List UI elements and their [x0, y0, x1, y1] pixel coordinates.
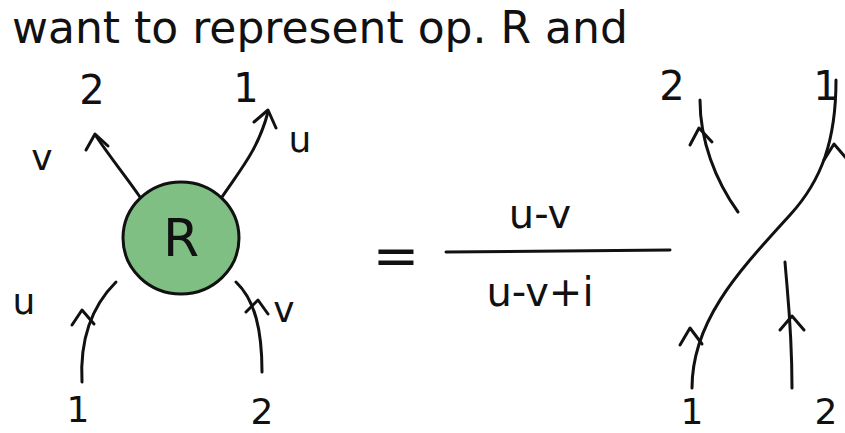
numerator: u-v — [509, 194, 571, 234]
arrowhead — [780, 316, 804, 330]
crossing-line-over — [692, 80, 836, 388]
operator-label: R — [163, 212, 199, 264]
rapidity: u — [13, 284, 36, 320]
leg-index: 1 — [813, 66, 838, 106]
denominator: u-v+i — [486, 272, 593, 312]
circle-shape — [123, 182, 239, 294]
rapidity: v — [31, 140, 52, 176]
arrowhead — [824, 144, 845, 160]
leg-index: 2 — [815, 394, 838, 430]
title: want to represent op. R and — [12, 6, 628, 50]
crossing-line-under-upper — [700, 100, 738, 212]
leg-index: 1 — [67, 392, 90, 428]
leg-bottom-right — [236, 282, 262, 372]
arrowhead — [254, 110, 276, 128]
leg-top-right — [222, 112, 268, 197]
rapidity: u — [289, 122, 312, 158]
leg-index: 2 — [659, 66, 684, 106]
leg-index: 2 — [79, 70, 104, 110]
leg-index: 1 — [233, 68, 258, 108]
fraction-bar — [446, 250, 670, 252]
arrowhead — [86, 134, 108, 150]
rapidity: v — [273, 292, 294, 328]
leg-bottom-left — [82, 282, 116, 382]
equals-sign: = — [373, 228, 420, 284]
arrowhead — [72, 310, 94, 325]
leg-index: 2 — [251, 394, 274, 430]
arrowhead — [690, 128, 712, 145]
leg-top-left — [96, 136, 140, 197]
vertex-circle: R — [121, 178, 241, 298]
arrowhead — [680, 328, 702, 345]
arrowhead — [246, 300, 268, 314]
leg-index: 1 — [681, 394, 704, 430]
